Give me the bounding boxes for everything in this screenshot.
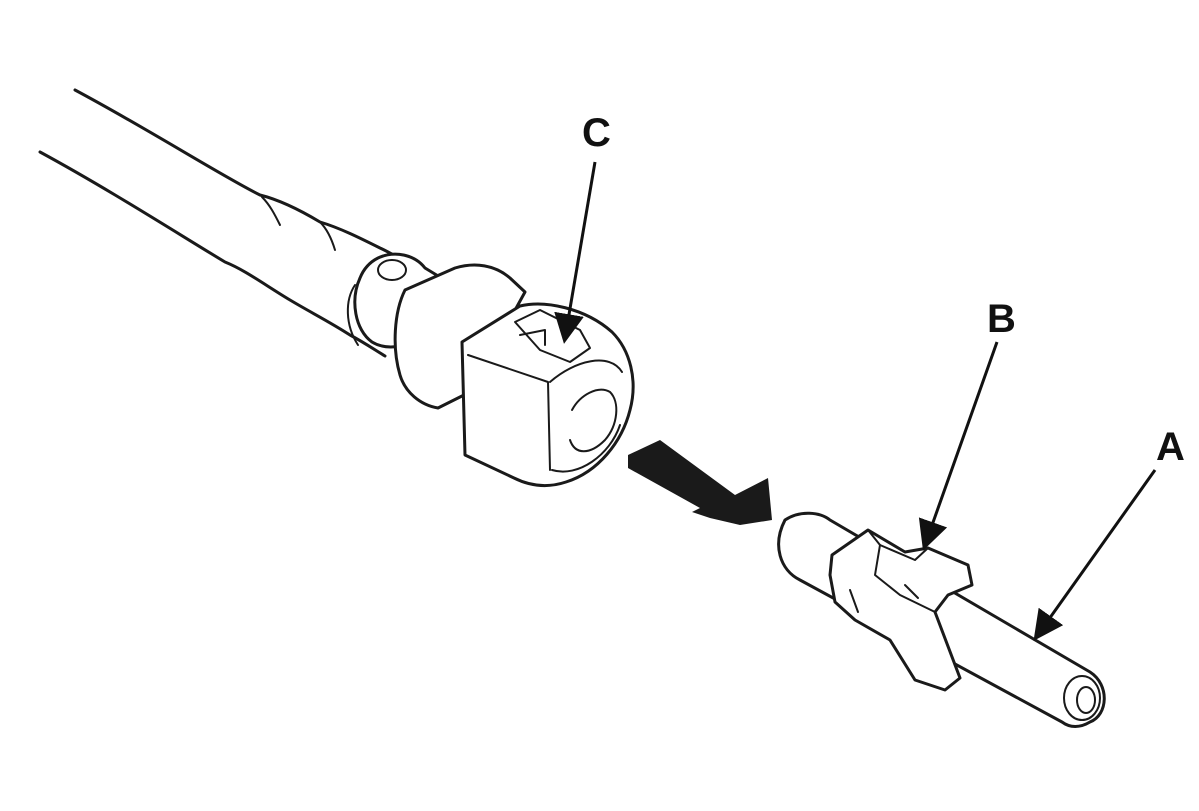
leader-line-a — [1033, 469, 1157, 641]
quick-connector — [393, 263, 635, 487]
fuel-pipe — [777, 511, 1106, 728]
leader-line-c — [554, 161, 597, 344]
leader-line-b — [918, 341, 999, 551]
retainer-clip — [828, 528, 974, 692]
callout-a: A — [1156, 425, 1185, 469]
callout-b: B — [987, 297, 1016, 341]
disconnect-direction-arrow — [628, 440, 772, 525]
callout-c: C — [582, 111, 611, 155]
